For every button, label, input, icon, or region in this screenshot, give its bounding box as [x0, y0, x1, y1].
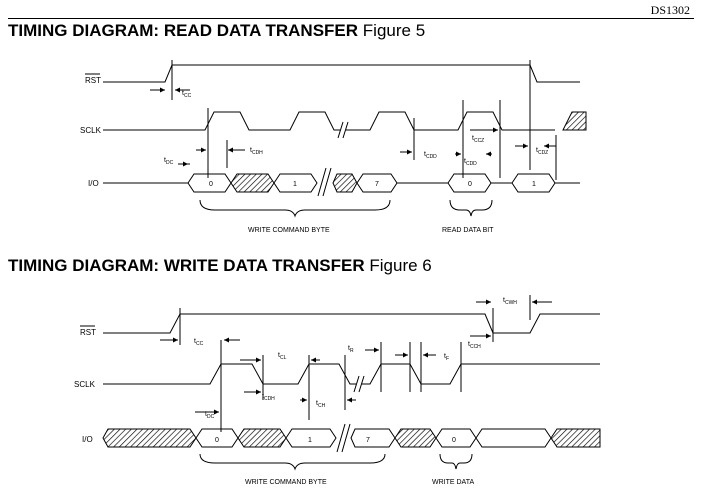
fig6-title: TIMING DIAGRAM: WRITE DATA TRANSFER Figu…: [8, 256, 432, 276]
fig5-tcc-label: tCC: [182, 90, 192, 99]
fig6-rst-label: RST: [80, 328, 96, 337]
fig6-write-brace-label: WRITE COMMAND BYTE: [245, 479, 327, 486]
fig5-tdc-label: tDC: [164, 157, 174, 166]
fig6-io-cell-7: [350, 428, 396, 448]
fig6-sclk-wave-a: [103, 363, 356, 385]
fig6-tcc-label: tCC: [194, 338, 204, 347]
fig6-tcch-label: tCCH: [468, 341, 481, 350]
fig6-tcdh-label: tCDH: [262, 393, 275, 402]
fig6-write-brace: [199, 453, 386, 471]
fig5-read-brace-label: READ DATA BIT: [442, 227, 494, 234]
header-rule: [8, 18, 694, 19]
fig6-sclk-break: [353, 375, 365, 393]
fig5-io-label: I/O: [88, 179, 99, 188]
fig6-data-brace-label: WRITE DATA: [432, 479, 474, 486]
fig6-tf-label: tF: [444, 353, 449, 362]
fig6-sclk-wave-b: [362, 363, 600, 385]
fig6-io-hatch-c: [394, 428, 437, 448]
fig5-tcdz-label: tCDZ: [536, 147, 548, 156]
fig5-rst-wave: [103, 64, 580, 83]
fig5-write-brace: [199, 199, 391, 218]
fig5-tcdd2-label: tCDD: [464, 158, 477, 167]
fig6-io-hatch-d: [550, 428, 601, 448]
fig6-rst-wave: [103, 313, 600, 334]
fig5-title-figure: Figure 5: [362, 21, 426, 40]
fig5-diagram: RST SCLK I/O 0 1 7 0 1 tCC: [80, 60, 587, 234]
fig6-io-hatch-a: [102, 428, 197, 448]
fig5-io-hatch-b: [332, 173, 358, 193]
fig5-bit-7: 7: [375, 181, 379, 188]
fig5-bit-0: 0: [209, 181, 213, 188]
fig5-tcdd1-label: tCDD: [424, 151, 437, 160]
fig5-sclk-label: SCLK: [80, 126, 102, 135]
fig5-read-brace: [449, 199, 493, 217]
fig6-tcl-label: tCL: [278, 352, 287, 361]
fig5-tcdh-label: tCDH: [250, 147, 263, 156]
fig6-tdc-label: tDC: [205, 411, 215, 420]
fig5-sclk-wave-a: [103, 111, 340, 131]
fig5-bit-r1: 1: [532, 181, 536, 188]
fig5-sclk-hatch: [562, 111, 587, 131]
fig6-io-hatch-b: [237, 428, 287, 448]
fig5-title: TIMING DIAGRAM: READ DATA TRANSFER Figur…: [8, 21, 425, 41]
fig5-write-brace-label: WRITE COMMAND BYTE: [248, 227, 330, 234]
fig5-tccz-label: tCCZ: [472, 135, 484, 144]
fig6-io-cell-d0: [435, 428, 477, 448]
fig6-tch-label: tCH: [316, 400, 326, 409]
fig5-rst-label: RST: [85, 76, 101, 85]
fig6-sclk-label: SCLK: [74, 380, 96, 389]
fig6-io-cell-empty: [475, 428, 552, 448]
fig5-io-cell-1: [273, 173, 318, 193]
fig5-title-bold: TIMING DIAGRAM: READ DATA TRANSFER: [8, 21, 359, 40]
fig6-bit-7: 7: [366, 437, 370, 444]
fig6-io-break: [336, 423, 351, 453]
fig6-tcwh-label: tCWH: [503, 297, 517, 306]
fig6-title-bold: TIMING DIAGRAM: WRITE DATA TRANSFER: [8, 256, 365, 275]
doc-id: DS1302: [650, 3, 690, 17]
fig6-bit-d0: 0: [452, 437, 456, 444]
fig6-title-figure: Figure 6: [369, 256, 432, 275]
fig5-sclk-wave-b: [346, 111, 555, 131]
fig5-io-break: [317, 167, 332, 197]
fig6-tr-label: tR: [348, 345, 354, 354]
fig6-io-cell-1: [285, 428, 337, 448]
fig5-io-hatch-a: [230, 173, 275, 193]
fig5-bit-r0: 0: [468, 181, 472, 188]
fig5-bit-1: 1: [293, 181, 297, 188]
fig6-bit-0: 0: [215, 437, 219, 444]
fig6-io-label: I/O: [82, 435, 93, 444]
fig6-diagram: RST SCLK I/O 0 1 7 0 tCC tC: [74, 295, 601, 486]
fig6-bit-1: 1: [308, 437, 312, 444]
fig6-data-brace: [439, 453, 473, 470]
fig5-sclk-break: [337, 121, 349, 139]
